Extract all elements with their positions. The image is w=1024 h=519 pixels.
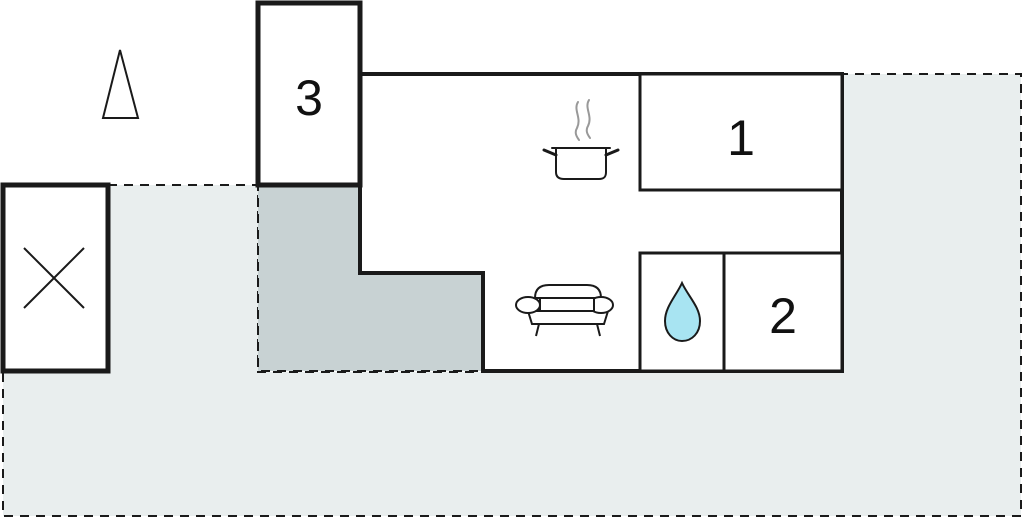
- room-bedroom-2: [722, 251, 844, 373]
- room-3: [255, 0, 363, 188]
- room-bedroom-1: [638, 72, 844, 192]
- room-label-3: 3: [295, 70, 323, 126]
- water-drop-icon: [663, 280, 702, 343]
- cross-icon: [23, 247, 85, 309]
- room-label-1: 1: [727, 110, 755, 166]
- room-label-2: 2: [769, 288, 797, 344]
- outbuilding: [0, 182, 111, 374]
- north-arrow-icon: [101, 49, 140, 119]
- sofa-icon: [515, 284, 614, 337]
- cooking-pot-icon: [542, 99, 620, 180]
